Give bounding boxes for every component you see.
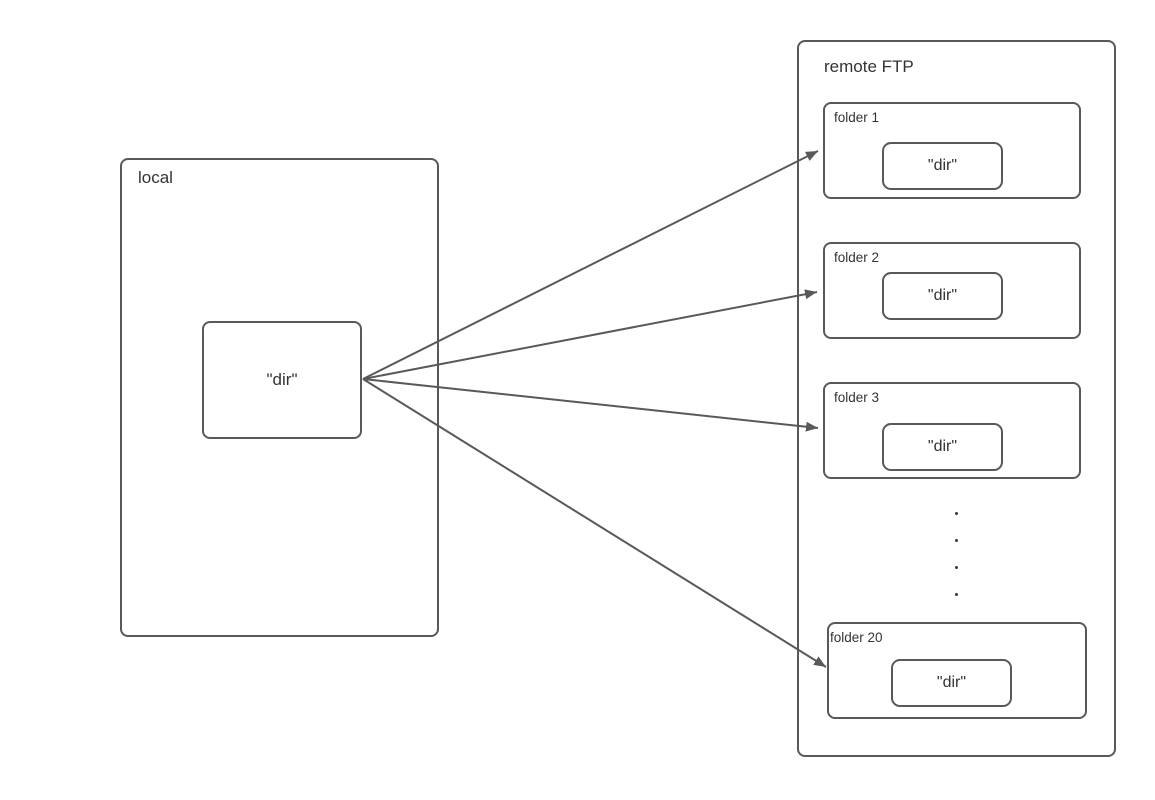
folder-2-dir-label: "dir" [927,287,958,304]
local-container-box: local "dir" [120,158,439,637]
folder-20-box: folder 20 "dir" [827,622,1087,719]
ellipsis-dot [955,593,958,596]
ellipsis-dot [955,539,958,542]
folder-1-box: folder 1 "dir" [823,102,1081,199]
folder-20-dir-label: "dir" [936,674,967,691]
folder-3-box: folder 3 "dir" [823,382,1081,479]
folder-20-label: folder 20 [830,630,883,645]
ellipsis-dot [955,512,958,515]
ellipsis-dot [955,566,958,569]
folder-2-box: folder 2 "dir" [823,242,1081,339]
remote-ftp-label: remote FTP [824,57,914,76]
local-dir-box: "dir" [202,321,362,439]
remote-ftp-container-box: remote FTP folder 1 "dir" folder 2 "dir"… [797,40,1116,757]
local-dir-label: "dir" [266,370,298,389]
folder-3-dir-box: "dir" [882,423,1003,471]
folder-3-label: folder 3 [834,390,880,405]
folder-2-label: folder 2 [834,250,880,265]
local-label: local [138,168,173,187]
folder-1-label: folder 1 [834,110,880,125]
folder-2-dir-box: "dir" [882,272,1003,320]
ellipsis-dots [955,512,958,596]
folder-1-dir-box: "dir" [882,142,1003,190]
folder-20-dir-box: "dir" [891,659,1012,707]
folder-3-dir-label: "dir" [927,438,958,455]
folder-1-dir-label: "dir" [927,157,958,174]
